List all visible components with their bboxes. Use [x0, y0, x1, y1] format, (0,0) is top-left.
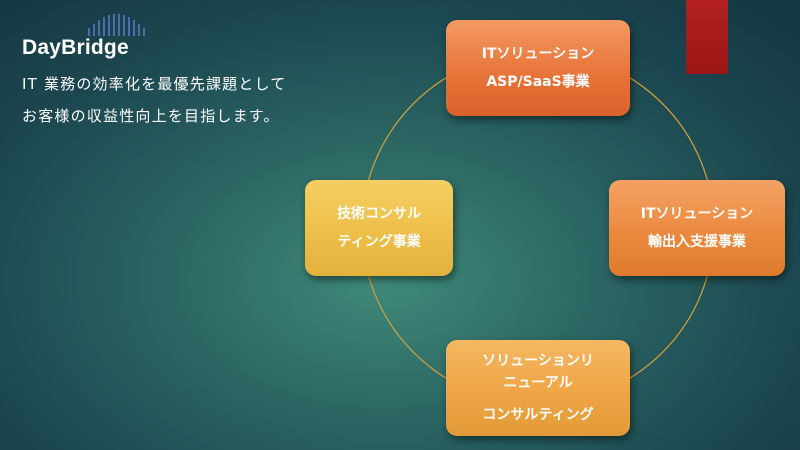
- tagline-line-1: IT 業務の効率化を最優先課題として: [22, 75, 287, 93]
- node-bottom-line-1: ソリューションリ: [482, 353, 594, 369]
- node-left-line-2: ティング事業: [337, 234, 421, 250]
- node-right-line-2: 輸出入支援事業: [648, 234, 746, 250]
- node-it-solution-asp-saas: ITソリューション ASP/SaaS事業: [446, 20, 630, 116]
- logo-text: DayBridge: [22, 36, 129, 59]
- node-bottom-line-2: ニューアル: [503, 375, 573, 391]
- node-top-line-2: ASP/SaaS事業: [486, 74, 590, 90]
- tagline-line-2: お客様の収益性向上を目指します。: [22, 107, 280, 125]
- daybridge-logo: DayBridge: [22, 14, 162, 59]
- node-left-line-1: 技術コンサル: [337, 206, 421, 222]
- node-solution-renewal-consulting: ソリューションリ ニューアル コンサルティング: [446, 340, 630, 436]
- red-accent-bar: [686, 0, 728, 74]
- node-it-solution-import-export: ITソリューション 輸出入支援事業: [609, 180, 785, 276]
- node-bottom-line-3: コンサルティング: [482, 407, 594, 423]
- node-right-line-1: ITソリューション: [640, 206, 754, 222]
- tagline: IT 業務の効率化を最優先課題として お客様の収益性向上を目指します。: [22, 68, 287, 132]
- node-technical-consulting: 技術コンサル ティング事業: [305, 180, 453, 276]
- node-top-line-1: ITソリューション: [481, 46, 595, 62]
- logo-bars-icon: [88, 14, 145, 36]
